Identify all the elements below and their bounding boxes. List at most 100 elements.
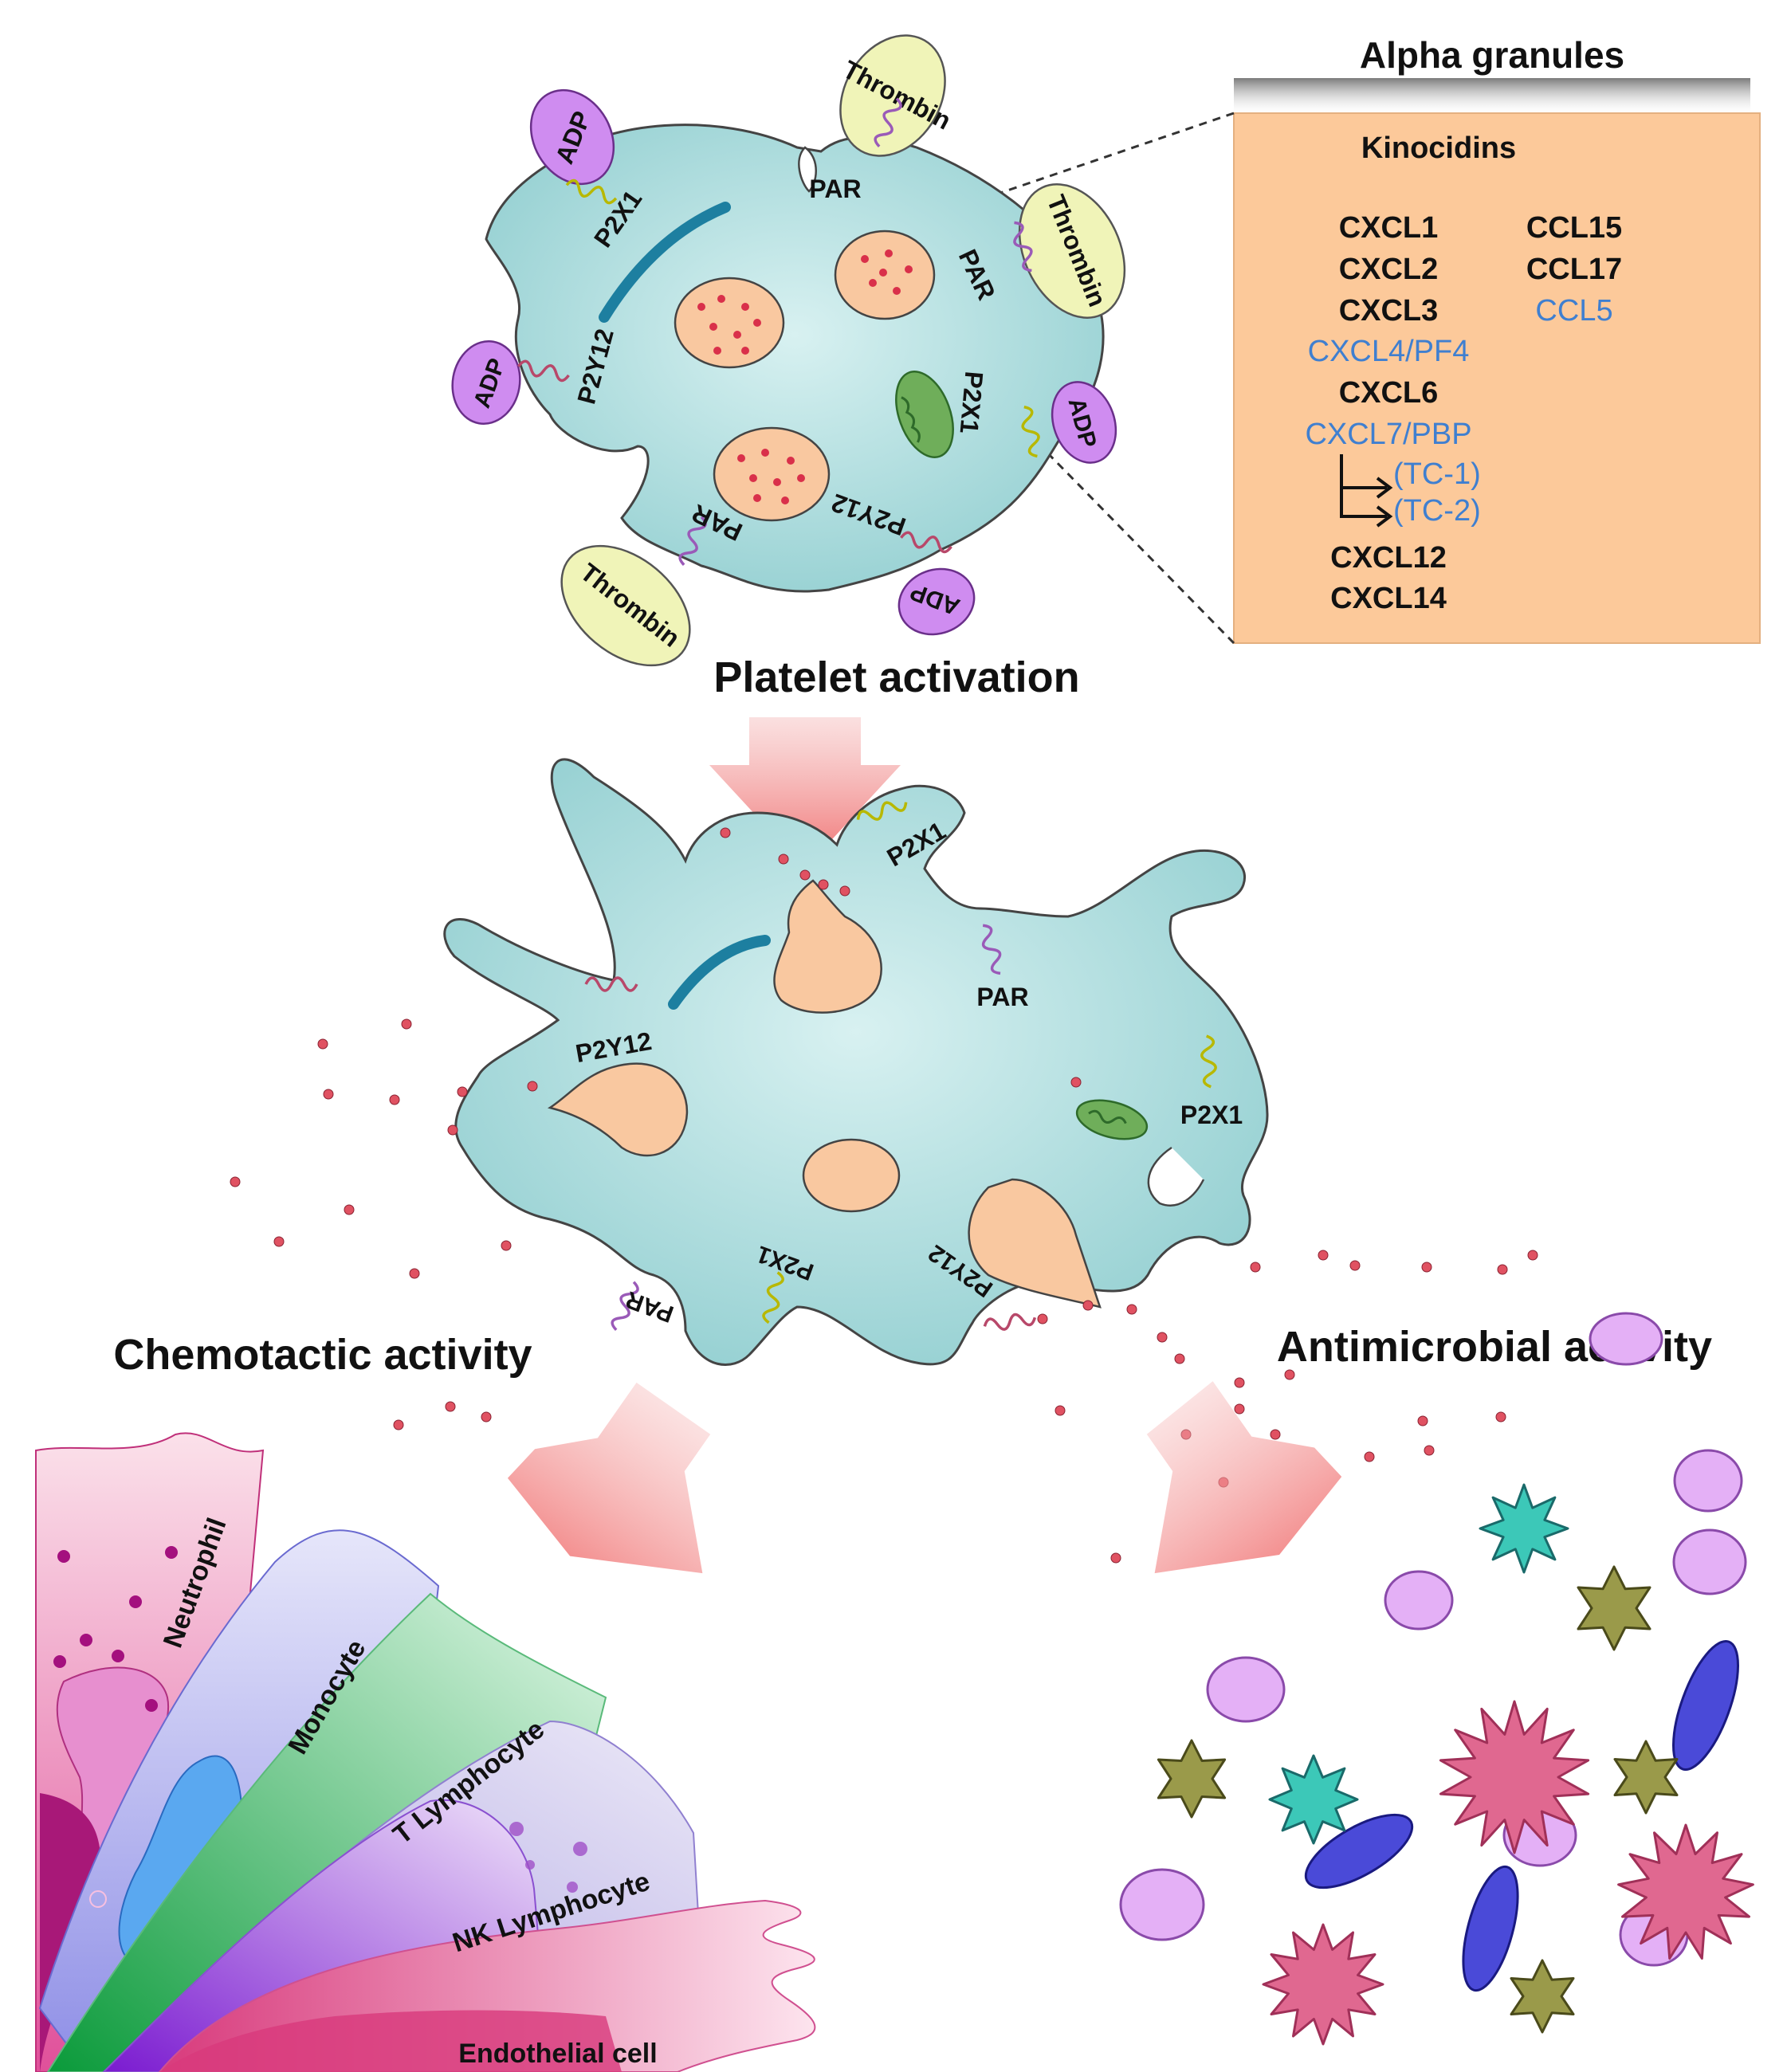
kinocidin-dot xyxy=(1270,1429,1281,1440)
granule-box-shadow xyxy=(1234,78,1750,116)
chemotactic-arrow xyxy=(507,1382,711,1574)
granule-fusing-left xyxy=(547,1062,689,1157)
rod-microbe xyxy=(1672,1639,1739,1772)
coccus-microbe xyxy=(1119,1868,1205,1941)
resting-platelet-body xyxy=(485,124,1105,593)
alpha-granules-title: Alpha granules xyxy=(1360,34,1624,76)
thrombin-ligand-3 xyxy=(560,544,691,667)
kinocidin-cxcl1: CXCL1 xyxy=(1339,211,1439,245)
platelet-notch xyxy=(798,146,817,193)
kinocidin-dot xyxy=(409,1268,420,1279)
svg-text:PAR: PAR xyxy=(976,983,1028,1011)
adp-ligand-2 xyxy=(1051,381,1117,464)
coccus-microbe xyxy=(1672,1528,1747,1595)
star-microbe xyxy=(1510,1959,1575,2034)
kinocidin-dot xyxy=(799,869,811,881)
kinocidin-ccl17: CCL17 xyxy=(1526,253,1622,286)
coccus-microbe xyxy=(1673,1449,1743,1513)
granule-activated-center xyxy=(802,1138,901,1213)
mitochondrion-resting xyxy=(895,371,954,458)
star-microbe xyxy=(1157,1739,1227,1819)
kinocidin-dot xyxy=(720,827,731,838)
kinocidin-dot xyxy=(1318,1250,1329,1261)
kinocidin-dot xyxy=(1082,1300,1094,1311)
activated-platelet xyxy=(443,758,1269,1366)
kinocidin-dot xyxy=(1495,1411,1506,1423)
kinocidin-dot xyxy=(389,1094,400,1105)
svg-text:P2X1: P2X1 xyxy=(1180,1101,1243,1129)
svg-text:P2X1: P2X1 xyxy=(955,371,989,435)
kinocidin-dot xyxy=(1055,1405,1066,1416)
microbes xyxy=(1119,1312,1754,2046)
platelet-activation-title: Platelet activation xyxy=(713,653,1079,701)
t-lymphocyte-cell xyxy=(46,1592,607,2072)
spiky-microbe xyxy=(1262,1923,1384,2046)
granule-box xyxy=(1233,112,1761,644)
kinocidins-left-column: CXCL1CXCL2CXCL3CXCL4/PF4CXCL6CXCL7/PBP(T… xyxy=(1305,211,1480,615)
kinocidin-dot xyxy=(481,1411,492,1423)
kinocidin-dot xyxy=(839,885,850,897)
kinocidin-dot xyxy=(1421,1262,1432,1273)
spiky-microbe xyxy=(1617,1823,1754,1960)
tc2-arrow-icon xyxy=(1340,454,1393,528)
tubule-activated xyxy=(668,935,771,1010)
activated-receptor-coils xyxy=(584,801,1217,1331)
teal-microbe xyxy=(1268,1754,1359,1845)
adp-ligand-3 xyxy=(451,340,521,425)
rod-microbe xyxy=(1462,1865,1519,1992)
kinocidin-cxcl6: CXCL6 xyxy=(1339,376,1439,410)
coccus-microbe xyxy=(1384,1570,1454,1631)
chemotactic-title: Chemotactic activity xyxy=(113,1331,532,1379)
thrombin-ligand-1 xyxy=(839,34,946,157)
kinocidin-cxcl12: CXCL12 xyxy=(1330,541,1447,575)
kinocidin-ccl15: CCL15 xyxy=(1526,211,1622,245)
kinocidin-dot xyxy=(1527,1250,1538,1261)
kinocidin-dot xyxy=(1234,1377,1245,1388)
adp-ligand-4 xyxy=(897,567,976,636)
kinocidin-dot xyxy=(393,1419,404,1430)
activation-arrow xyxy=(709,717,901,869)
kinocidin-dot xyxy=(1284,1369,1295,1380)
kinocidin-dot xyxy=(818,879,829,890)
teal-microbe xyxy=(1479,1483,1569,1574)
kinocidin-dot xyxy=(1497,1264,1508,1275)
kinocidin-cxcl2: CXCL2 xyxy=(1339,253,1439,286)
coccus-microbe xyxy=(1589,1312,1663,1366)
kinocidin-dot xyxy=(1126,1304,1137,1315)
kinocidin-dot xyxy=(527,1081,538,1092)
kinocidin-dot xyxy=(344,1204,355,1215)
granule-fusing-right xyxy=(968,1178,1102,1309)
kinocidin-dot xyxy=(273,1236,285,1247)
kinocidin-tc-2: (TC-2) xyxy=(1393,494,1481,528)
granule-fusing-top xyxy=(773,879,882,1014)
kinocidin-dot xyxy=(1070,1077,1082,1088)
kinocidin-dot xyxy=(445,1401,456,1412)
activated-platelet-body xyxy=(443,758,1269,1366)
kinocidin-dot xyxy=(1037,1313,1048,1324)
kinocidin-dot xyxy=(778,854,789,865)
kinocidin-cxcl14: CXCL14 xyxy=(1330,582,1447,615)
immune-cells xyxy=(35,1432,816,2072)
kinocidin-dot xyxy=(317,1038,328,1050)
svg-text:Endothelial cell: Endothelial cell xyxy=(458,2039,657,2069)
kinocidin-dot xyxy=(1234,1403,1245,1415)
star-microbe xyxy=(1613,1740,1679,1815)
star-microbe xyxy=(1577,1565,1652,1651)
rod-microbe xyxy=(1304,1813,1414,1890)
resting-receptor-coils xyxy=(517,97,1040,566)
kinocidin-dot xyxy=(1417,1415,1428,1426)
kinocidin-dot xyxy=(501,1240,512,1251)
svg-text:PAR: PAR xyxy=(809,175,861,203)
resting-platelet xyxy=(485,124,1105,593)
kinocidin-tc-1: (TC-1) xyxy=(1393,457,1481,491)
granule-resting-1 xyxy=(674,277,785,369)
kinocidin-dot xyxy=(323,1089,334,1100)
kinocidin-dot xyxy=(1364,1451,1375,1462)
kinocidin-cxcl3: CXCL3 xyxy=(1339,294,1439,328)
svg-text:PAR: PAR xyxy=(623,1285,677,1327)
kinocidin-dot xyxy=(1110,1552,1121,1564)
kinocidin-cxcl4-pf4: CXCL4/PF4 xyxy=(1308,335,1470,368)
adp-ligand-1 xyxy=(529,88,615,186)
granule-resting-3 xyxy=(713,426,831,522)
kinocidin-dot xyxy=(1349,1260,1361,1271)
